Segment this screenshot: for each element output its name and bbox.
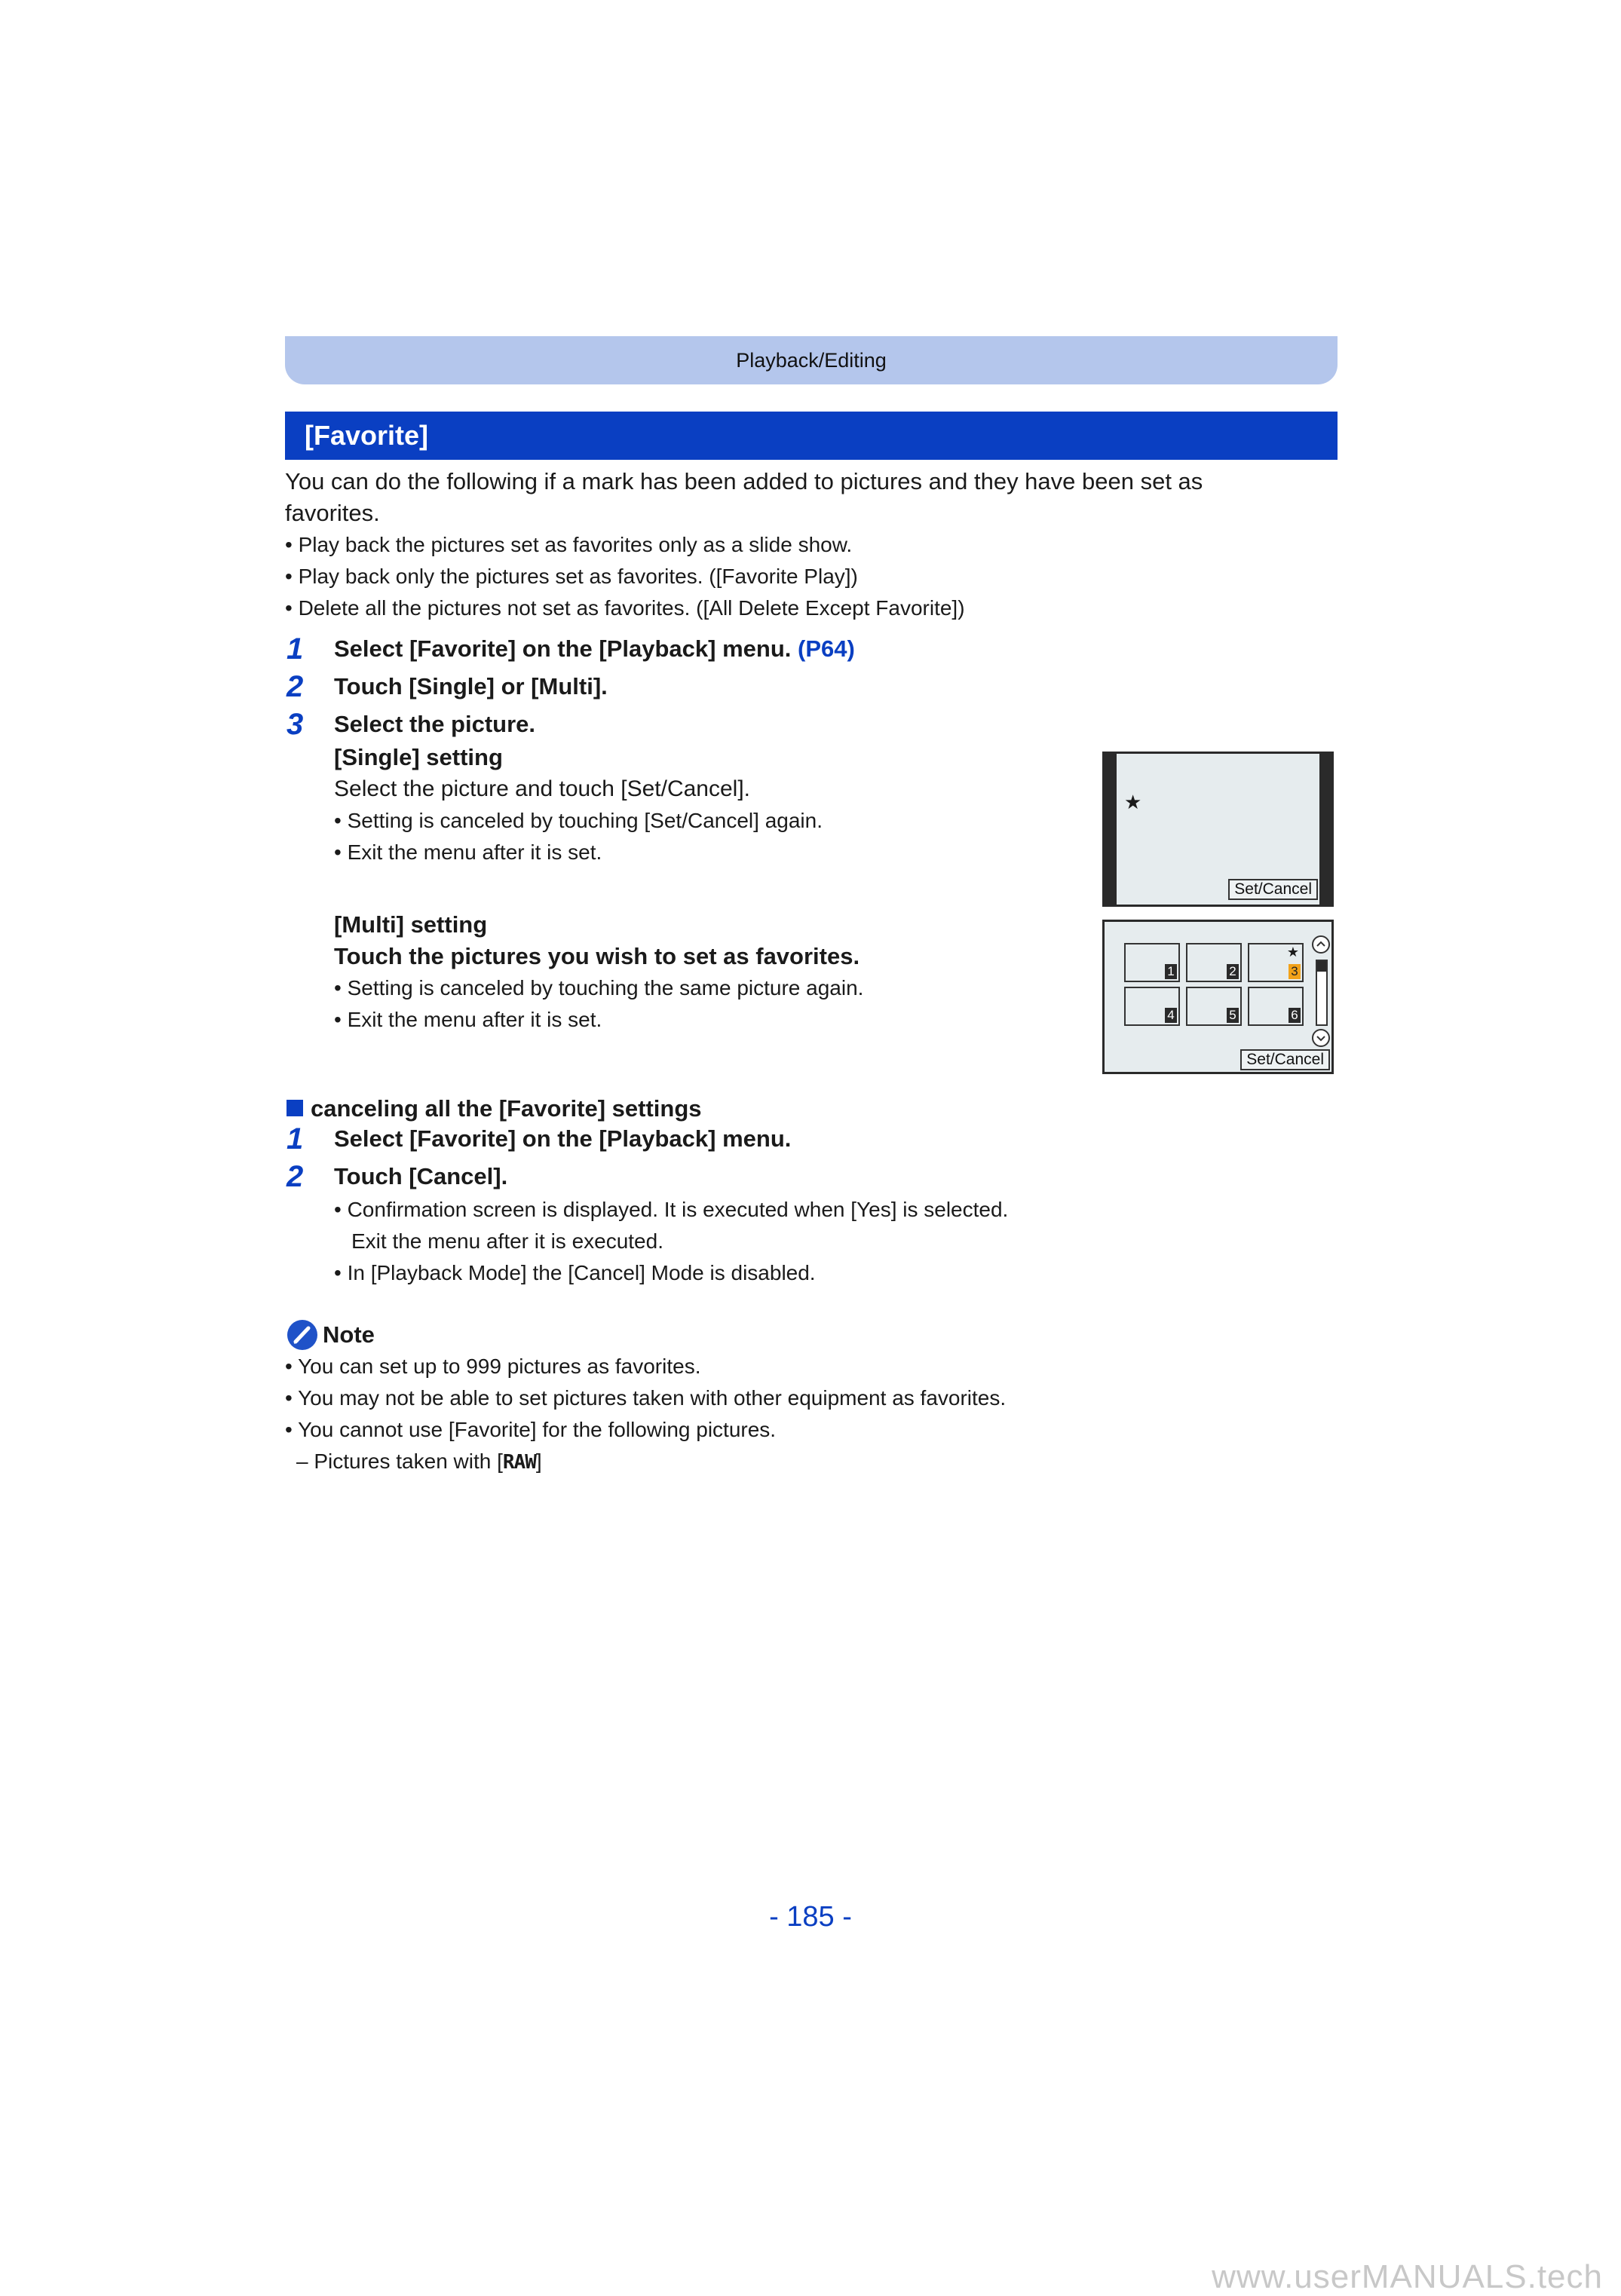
note-label: Note [323,1321,375,1348]
cancel-bullet: • In [Playback Mode] the [Cancel] Mode i… [334,1261,816,1284]
section-label: Playback/Editing [736,349,887,372]
multi-line: Touch the pictures you wish to set as fa… [334,943,860,969]
set-cancel-button[interactable]: Set/Cancel [1240,1049,1330,1070]
watermark: www.userMANUALS.tech [1212,2258,1603,2295]
cancel-bullet-continued: Exit the menu after it is executed. [351,1229,663,1253]
cancel-bullet: • Confirmation screen is displayed. It i… [334,1198,1009,1221]
thumbnail[interactable]: 5 [1186,987,1242,1026]
screen-side-bar [1319,754,1331,905]
page-number: - 185 - [769,1901,852,1933]
note-bullet: • You can set up to 999 pictures as favo… [285,1355,701,1378]
single-screen-illustration: ★ Set/Cancel [1102,752,1334,907]
thumbnail[interactable]: 2 [1186,943,1242,982]
cancel-section-heading: canceling all the [Favorite] settings [311,1095,702,1122]
note-sub-text: – Pictures taken with [ [296,1450,503,1473]
intro: You can do the following if a mark has b… [285,466,1338,624]
scroll-thumb[interactable] [1317,961,1326,972]
thumbnail-number: 3 [1289,964,1301,979]
single-bullet: • Exit the menu after it is set. [334,840,602,864]
thumbnail-number: 1 [1165,964,1177,979]
note-pencil-icon [287,1319,318,1351]
step-label: Select [Favorite] on the [Playback] menu… [334,635,792,662]
step-text: Select [Favorite] on the [Playback] menu… [334,630,855,668]
intro-bullet: • Play back only the pictures set as fav… [285,565,858,588]
scrollbar[interactable] [1316,960,1328,1026]
step-number: 1 [287,632,304,666]
section-square-icon [287,1100,303,1116]
thumbnail[interactable]: 6 [1248,987,1304,1026]
step-number: 2 [287,1160,304,1193]
note-bullet: • You cannot use [Favorite] for the foll… [285,1418,777,1441]
step-number: 1 [287,1122,304,1156]
scroll-up-icon[interactable] [1312,935,1330,954]
thumbnail-number: 6 [1289,1008,1301,1023]
screen-side-bar [1105,754,1117,905]
set-cancel-button[interactable]: Set/Cancel [1228,879,1318,900]
thumbnail[interactable]: 1 [1124,943,1180,982]
page-title: [Favorite] [305,420,429,451]
multi-screen-illustration: 1 2 ★ 3 4 5 6 Set/Cancel [1102,920,1334,1074]
thumbnail-number: 5 [1227,1008,1239,1023]
single-bullet: • Setting is canceled by touching [Set/C… [334,809,823,832]
step-number: 2 [287,670,304,703]
intro-bullet: • Play back the pictures set as favorite… [285,533,853,556]
step-text: Touch [Single] or [Multi]. [334,673,608,700]
scroll-down-icon[interactable] [1312,1029,1330,1047]
multi-heading: [Multi] setting [334,911,488,938]
step-text: Touch [Cancel]. [334,1163,508,1189]
favorite-star-icon: ★ [1124,791,1142,813]
thumbnail[interactable]: 4 [1124,987,1180,1026]
multi-bullet: • Exit the menu after it is set. [334,1008,602,1031]
thumbnail-number: 4 [1165,1008,1177,1023]
title-bar: [Favorite] [285,412,1338,460]
note-sub-close: ] [535,1450,542,1473]
raw-quality-icon: RAW [502,1451,537,1474]
intro-bullet: • Delete all the pictures not set as fav… [285,596,965,620]
intro-line: favorites. [285,500,380,526]
step-text: Select the picture. [334,711,536,737]
step-text: Select [Favorite] on the [Playback] menu… [334,1125,792,1152]
step-number: 3 [287,708,304,741]
section-header: Playback/Editing [285,336,1338,384]
single-line: Select the picture and touch [Set/Cancel… [334,776,750,801]
page-reference-link[interactable]: (P64) [798,635,855,662]
thumbnail-number: 2 [1227,964,1239,979]
single-heading: [Single] setting [334,744,503,770]
note-sub-bullet: – Pictures taken with [RAW] [296,1446,542,1478]
intro-line: You can do the following if a mark has b… [285,468,1203,494]
multi-bullet: • Setting is canceled by touching the sa… [334,976,864,1000]
note-bullet: • You may not be able to set pictures ta… [285,1386,1007,1410]
favorite-star-icon: ★ [1286,944,1299,960]
thumbnail-selected[interactable]: ★ 3 [1248,943,1304,982]
